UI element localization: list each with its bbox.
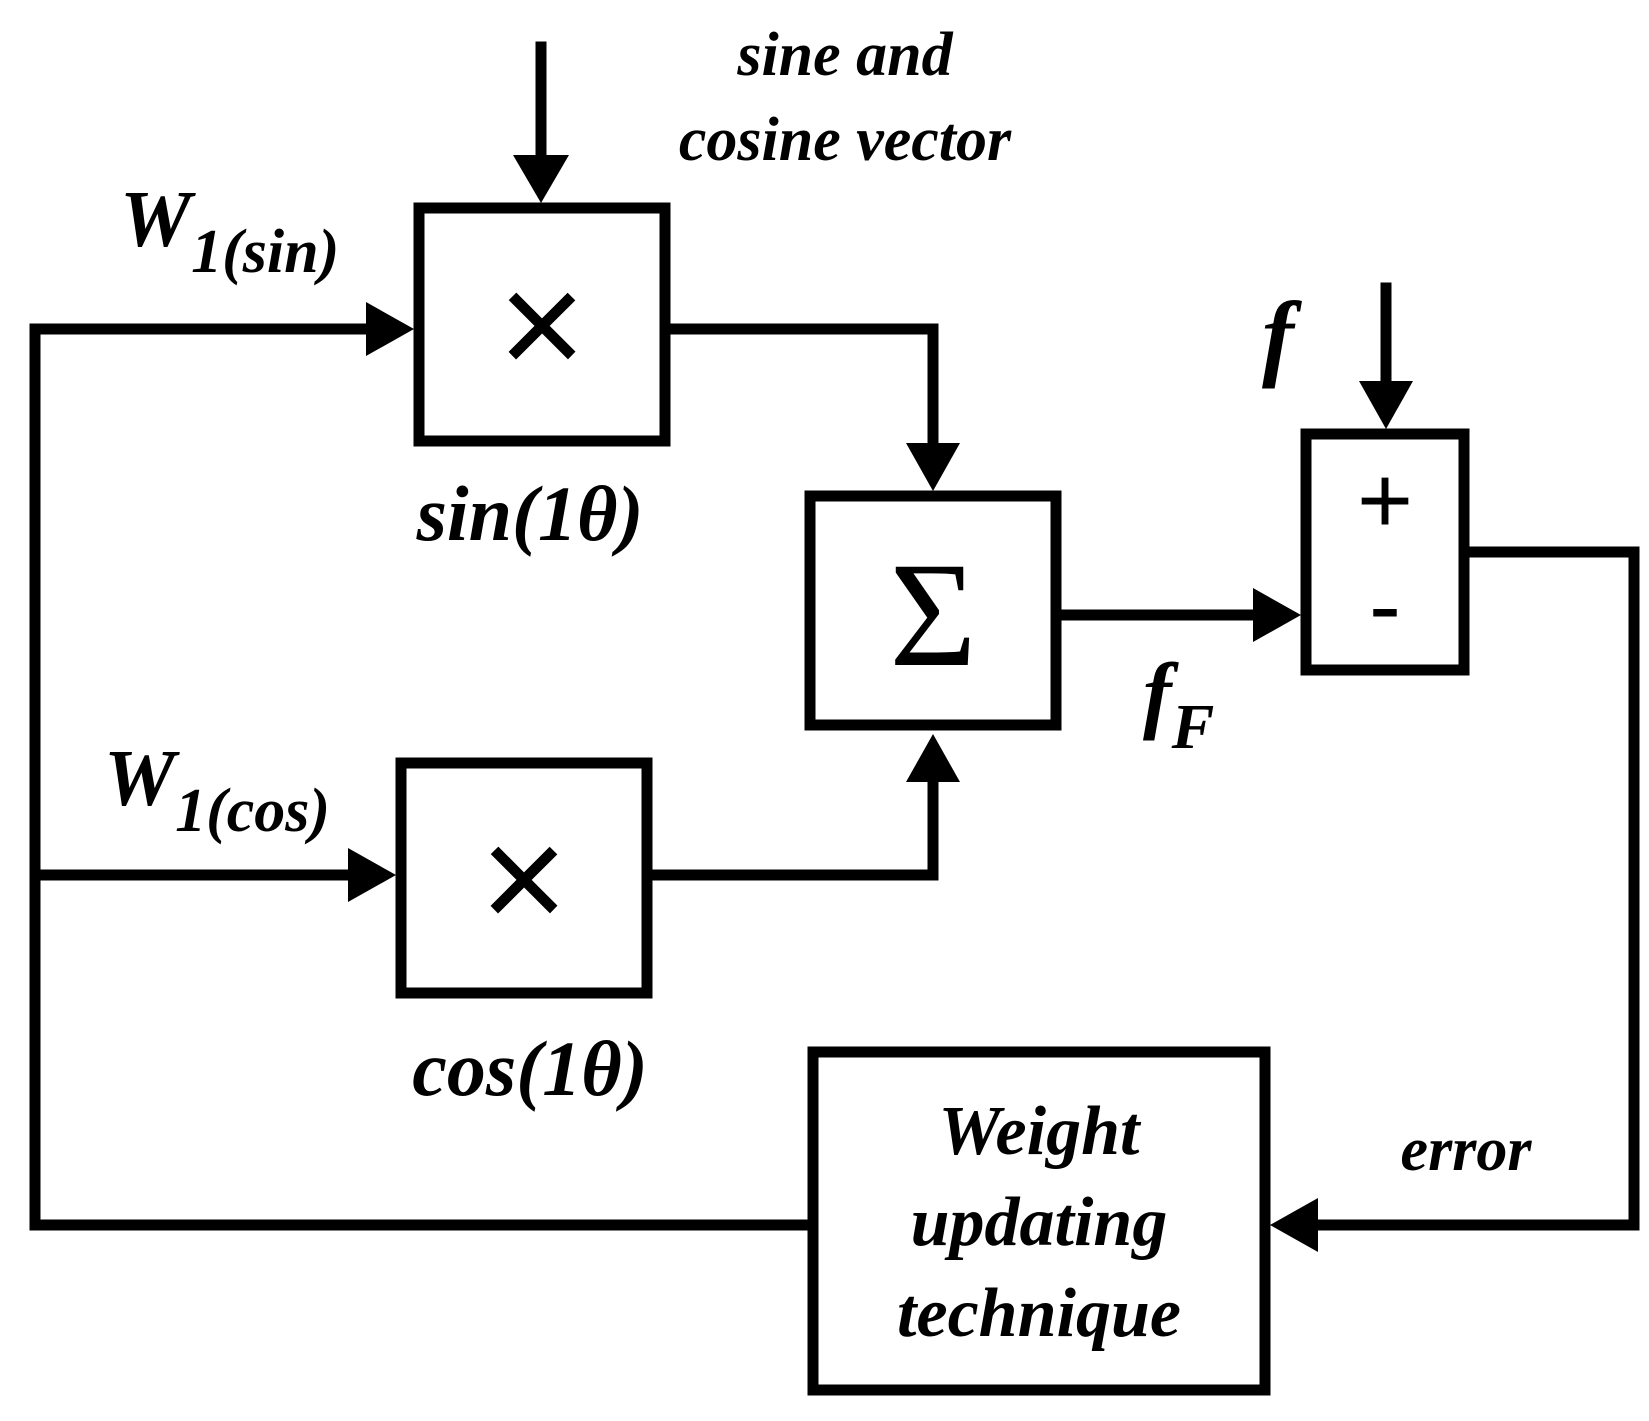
sin-to-sum-line <box>664 323 939 452</box>
output-ff-subscript: F <box>1171 691 1215 762</box>
error-label: error <box>1401 1116 1533 1184</box>
sincos-vector-label-line2: cosine vector <box>679 106 1012 174</box>
cos-multiplier-block <box>395 757 653 999</box>
sin-multiplier-block <box>413 202 671 447</box>
sin-multiplier-symbol: × <box>498 240 586 408</box>
summer-block <box>804 490 1062 731</box>
weight-block-line2: updating <box>911 1184 1168 1261</box>
sincos-input-arrowhead <box>513 155 569 203</box>
w-sin-arrowhead <box>366 302 414 356</box>
w-sin-subscript: 1(sin) <box>191 218 339 286</box>
feedback-bus <box>29 323 814 1231</box>
output-ff-label: fF <box>1143 645 1214 762</box>
cos-multiplier-symbol: × <box>480 794 568 962</box>
w-cos-arrowhead <box>348 848 396 902</box>
w-cos-main: W <box>104 735 180 823</box>
weight-updating-block <box>807 1046 1271 1396</box>
summer-symbol: Σ <box>889 532 976 698</box>
reference-input-arrowhead <box>1359 381 1413 429</box>
w-cos-label: W1(cos) <box>104 735 330 845</box>
sin-multiplier-caption: sin(1θ) <box>416 470 644 557</box>
weight-block-line1: Weight <box>939 1093 1142 1170</box>
error-arrowhead <box>1270 1198 1318 1252</box>
cos-to-sum-arrowhead <box>906 734 960 782</box>
w-sin-label: W1(sin) <box>120 176 339 286</box>
sincos-vector-label-line1: sine and <box>736 21 953 89</box>
comparator-minus: - <box>1369 552 1401 659</box>
error-line <box>1309 546 1640 1231</box>
w-sin-main: W <box>120 176 196 264</box>
comparator-block <box>1300 428 1470 676</box>
weight-block-line3: technique <box>897 1275 1181 1352</box>
cos-to-sum-line <box>648 772 939 881</box>
w-cos-subscript: 1(cos) <box>175 777 330 845</box>
reference-f-label: f <box>1262 282 1302 389</box>
comparator-plus: + <box>1357 447 1413 554</box>
sum-to-comparator-arrowhead <box>1253 588 1301 642</box>
cos-multiplier-caption: cos(1θ) <box>412 1025 647 1112</box>
sin-to-sum-arrowhead <box>906 443 960 491</box>
